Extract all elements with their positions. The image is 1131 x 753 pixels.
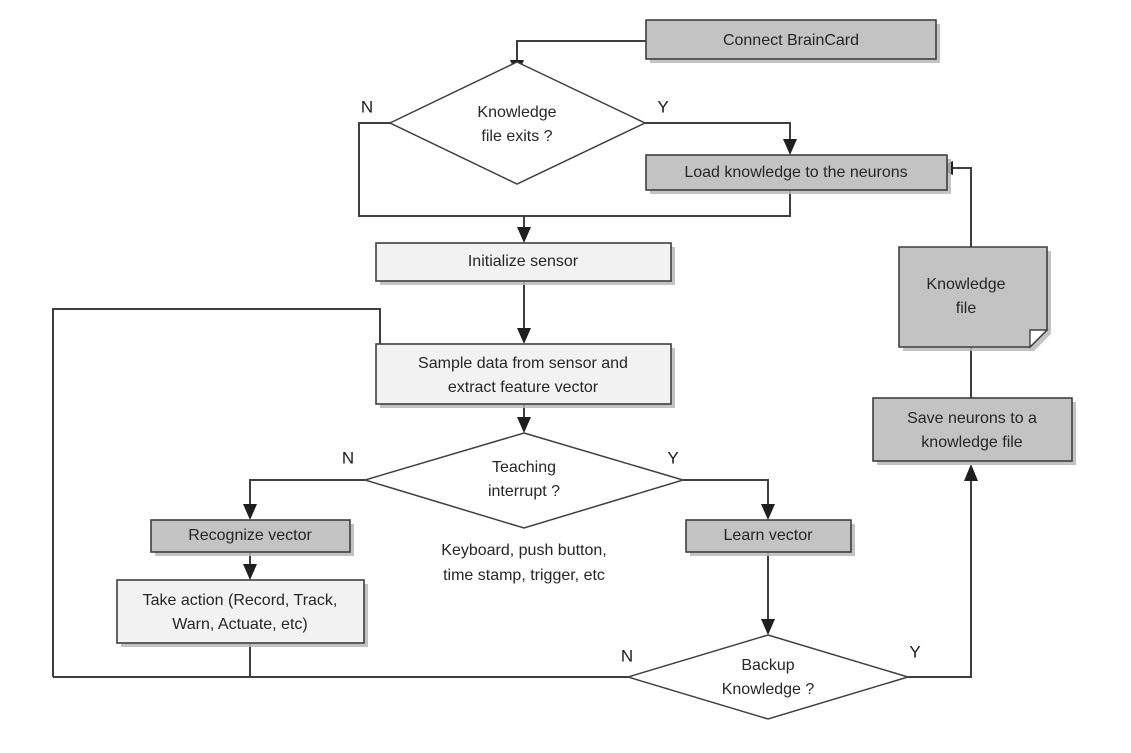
arrow-into-recognize-vector xyxy=(243,504,257,520)
knowledge-file-exits-diamond xyxy=(388,61,647,185)
edge-backup-yes xyxy=(908,480,972,678)
node-connect-braincard[interactable]: Connect BrainCard xyxy=(645,19,940,63)
load-knowledge-label: Load knowledge to the neurons xyxy=(684,164,907,181)
connect-braincard-box xyxy=(645,19,937,60)
initialize-sensor-label: Initialize sensor xyxy=(468,253,579,270)
teaching-sources-line1: Keyboard, push button, xyxy=(441,542,606,559)
arrow-into-initialize-sensor xyxy=(517,227,531,243)
node-sample-data[interactable]: Sample data from sensor and extract feat… xyxy=(375,343,675,408)
teaching-sources-line2: time stamp, trigger, etc xyxy=(443,567,605,584)
sample-data-label-line2: extract feature vector xyxy=(448,379,599,396)
knowledge-file-fold-corner xyxy=(1029,329,1049,349)
edge-connect-to-knowledgecheck xyxy=(516,40,646,62)
node-initialize-sensor[interactable]: Initialize sensor xyxy=(375,242,675,285)
load-knowledge-box xyxy=(645,154,948,191)
edge-knowledgecheck-no xyxy=(358,122,524,217)
branch-label-teaching-no: N xyxy=(342,448,354,467)
sample-data-label-line1: Sample data from sensor and xyxy=(418,355,628,372)
connect-braincard-label: Connect BrainCard xyxy=(723,32,859,49)
take-action-box xyxy=(116,579,365,644)
save-neurons-label-line1: Save neurons to a xyxy=(907,410,1037,427)
edge-loop-back-to-sample xyxy=(52,308,381,677)
initialize-sensor-box xyxy=(375,242,672,282)
branch-label-knowledgecheck-no: N xyxy=(361,97,373,116)
node-knowledge-file[interactable]: Knowledge file xyxy=(898,246,1051,351)
learn-vector-box xyxy=(685,519,852,553)
recognize-vector-label: Recognize vector xyxy=(188,527,312,544)
arrow-into-load-knowledge xyxy=(783,139,797,155)
backup-knowledge-diamond xyxy=(625,634,911,720)
branch-label-knowledgecheck-yes: Y xyxy=(657,97,668,116)
knowledge-file-exits-label-line1: Knowledge xyxy=(477,104,556,121)
node-learn-vector[interactable]: Learn vector xyxy=(685,519,855,556)
take-action-label-line1: Take action (Record, Track, xyxy=(143,592,338,609)
node-save-neurons[interactable]: Save neurons to a knowledge file xyxy=(872,397,1076,465)
branch-label-teaching-yes: Y xyxy=(667,448,678,467)
backup-knowledge-label-line2: Knowledge ? xyxy=(722,681,815,698)
branch-label-backup-yes: Y xyxy=(909,642,920,661)
node-load-knowledge[interactable]: Load knowledge to the neurons xyxy=(645,154,951,194)
knowledge-file-exits-label-line2: file exits ? xyxy=(481,128,552,145)
arrow-into-learn-vector xyxy=(761,504,775,520)
teaching-interrupt-label-line1: Teaching xyxy=(492,459,556,476)
branch-label-backup-no: N xyxy=(621,646,633,665)
sample-data-box xyxy=(375,343,672,405)
arrow-into-teaching-interrupt xyxy=(517,417,531,433)
knowledge-file-label-line2: file xyxy=(956,300,977,317)
node-teaching-interrupt[interactable]: Teaching interrupt ? xyxy=(362,432,686,529)
backup-knowledge-label-line1: Backup xyxy=(741,657,794,674)
edge-teaching-no xyxy=(249,479,365,505)
edge-load-knowledge-down xyxy=(523,186,791,228)
node-recognize-vector[interactable]: Recognize vector xyxy=(150,519,354,556)
arrow-into-sample-data xyxy=(517,328,531,344)
save-neurons-box xyxy=(872,397,1073,462)
knowledge-file-label-line1: Knowledge xyxy=(926,276,1005,293)
edge-knowledgefile-to-load xyxy=(951,167,972,247)
node-knowledge-file-exits[interactable]: Knowledge file exits ? xyxy=(388,61,647,185)
annotation-teaching-sources: Keyboard, push button, time stamp, trigg… xyxy=(441,542,606,584)
learn-vector-label: Learn vector xyxy=(724,527,814,544)
edge-teaching-yes xyxy=(683,479,769,505)
teaching-interrupt-diamond xyxy=(362,432,686,529)
arrow-into-backup-knowledge xyxy=(761,619,775,635)
arrow-into-take-action xyxy=(243,564,257,580)
teaching-interrupt-label-line2: interrupt ? xyxy=(488,483,560,500)
edge-knowledgecheck-yes xyxy=(645,122,791,141)
node-take-action[interactable]: Take action (Record, Track, Warn, Actuat… xyxy=(116,579,368,647)
take-action-label-line2: Warn, Actuate, etc) xyxy=(172,616,307,633)
recognize-vector-box xyxy=(150,519,351,553)
node-backup-knowledge[interactable]: Backup Knowledge ? xyxy=(625,634,911,720)
save-neurons-label-line2: knowledge file xyxy=(921,434,1023,451)
arrow-into-save-neurons xyxy=(964,464,978,481)
connector-layer xyxy=(52,40,978,678)
knowledge-file-doc xyxy=(898,246,1048,348)
